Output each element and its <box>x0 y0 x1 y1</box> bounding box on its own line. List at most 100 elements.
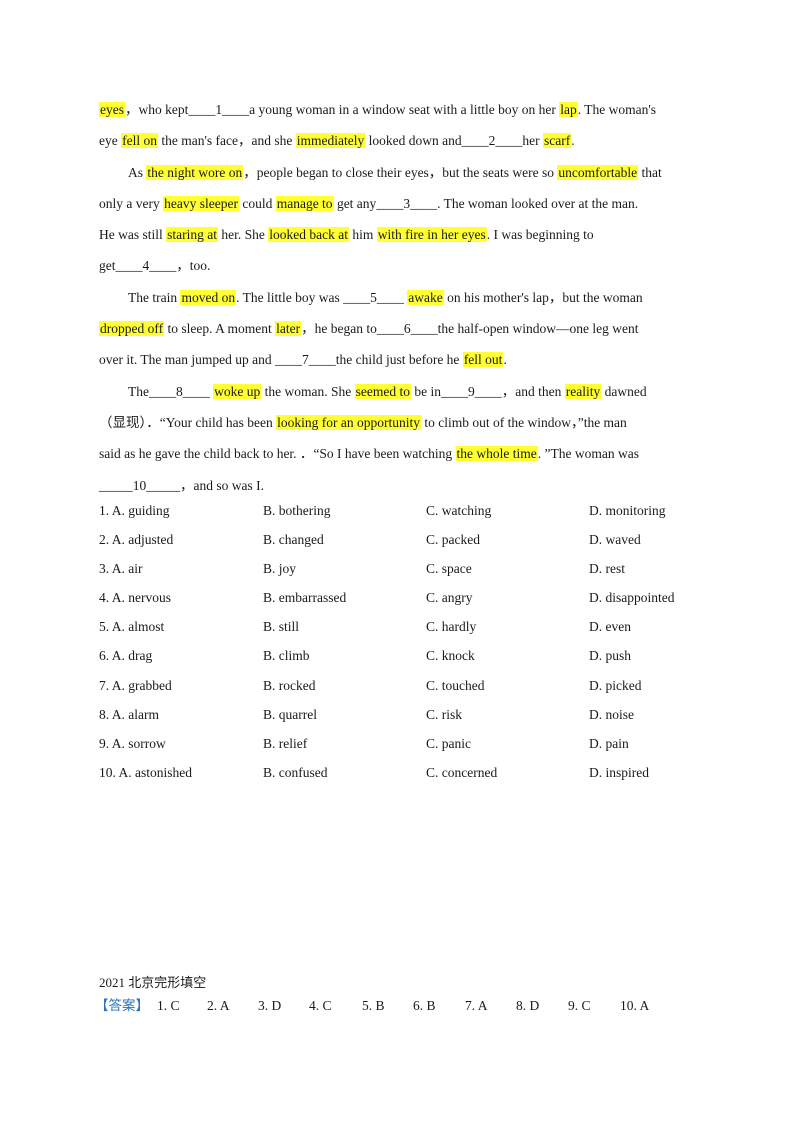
text: ，people began to close their eyes，but th… <box>243 164 558 180</box>
answer-item: 6. B <box>413 998 436 1013</box>
passage-line: get____4____，too. <box>99 250 693 281</box>
text: the woman. She <box>261 383 355 399</box>
option-a: 4. A. nervous <box>99 590 171 606</box>
text: over it. The man jumped up and <box>99 352 275 368</box>
option-b: B. still <box>263 619 300 635</box>
blank: ____4____ <box>115 258 177 274</box>
text: get <box>99 258 116 274</box>
passage-line: eye fell on the man's face，and she immed… <box>99 125 693 156</box>
text: dawned <box>601 383 647 399</box>
highlight: lap <box>559 102 578 117</box>
option-b: B. changed <box>263 532 324 548</box>
text: get any <box>333 195 377 211</box>
option-d: D. noise <box>589 706 634 722</box>
blank: ____2____ <box>461 133 523 149</box>
text: The <box>128 383 149 399</box>
option-a: 7. A. grabbed <box>99 677 172 693</box>
highlight: seemed to <box>354 383 411 399</box>
answer-item: 7. A <box>465 998 488 1013</box>
passage-line: eyes，who kept____1____a young woman in a… <box>99 94 693 125</box>
highlight: moved on <box>180 289 237 305</box>
option-c: C. hardly <box>426 619 477 635</box>
option-a: 10. A. astonished <box>99 764 192 780</box>
answer-label: 【答案】 <box>95 998 149 1013</box>
text: . I was beginning to <box>486 227 594 243</box>
option-b: B. joy <box>263 561 297 577</box>
text: a young woman in a window seat with a li… <box>249 102 560 117</box>
highlight: heavy sleeper <box>163 195 239 211</box>
option-b: B. relief <box>263 735 308 751</box>
text: . The woman's <box>577 102 657 117</box>
option-c: C. space <box>426 561 472 577</box>
option-c: C. knock <box>426 648 475 664</box>
text: her. She <box>218 227 269 243</box>
blank: ____8____ <box>149 383 210 399</box>
text: . ”The woman was <box>537 446 639 462</box>
answer-item: 5. B <box>362 998 385 1013</box>
blank: ____1____ <box>188 102 250 117</box>
text: ，and then <box>501 383 565 399</box>
option-a: 9. A. sorrow <box>99 735 166 751</box>
highlight: fell out <box>462 352 504 368</box>
highlight: looked back at <box>268 227 349 243</box>
answer-item: 10. A <box>620 998 650 1013</box>
option-a: 6. A. drag <box>99 648 153 664</box>
highlight: immediately <box>295 133 366 149</box>
text: looked down and <box>365 133 462 149</box>
text: the man's face，and she <box>157 133 296 149</box>
option-c: C. packed <box>426 532 480 548</box>
passage-line: dropped off to sleep. A moment later，he … <box>99 313 693 344</box>
option-b: B. climb <box>263 648 310 664</box>
answer-item: 2. A <box>207 998 230 1013</box>
text: on his mother's lap，but the woman <box>443 289 643 305</box>
text: to sleep. A moment <box>164 321 276 337</box>
option-d: D. even <box>589 619 631 635</box>
highlight: later <box>275 321 302 337</box>
highlight: eyes <box>99 102 125 117</box>
highlight: looking for an opportunity <box>276 414 421 430</box>
text: . <box>571 133 575 149</box>
text: be in <box>410 383 441 399</box>
answer-item: 9. C <box>568 998 591 1013</box>
option-b: B. quarrel <box>263 706 317 722</box>
option-a: 2. A. adjusted <box>99 532 174 548</box>
answer-line: 【答案】 1. C 2. A 3. D 4. C 5. B 6. B 7. A … <box>95 994 699 1018</box>
blank: ____6____ <box>376 321 438 337</box>
option-a: 3. A. air <box>99 561 143 577</box>
highlight: fell on <box>121 133 158 149</box>
text: . The little boy was <box>236 289 344 305</box>
text: eye <box>99 133 122 149</box>
option-c: C. panic <box>426 735 471 751</box>
text: He was still <box>99 227 167 243</box>
option-a: 1. A. guiding <box>99 503 170 518</box>
passage-line: （显现）．“Your child has been looking for an… <box>99 407 693 438</box>
highlight: scarf <box>542 133 572 149</box>
option-c: C. risk <box>426 706 463 722</box>
source-label: 2021 北京完形填空 <box>99 975 207 990</box>
option-c: C. angry <box>426 590 473 606</box>
text: ，he began to <box>301 321 377 337</box>
text: ，who kept <box>125 102 189 117</box>
answer-section: 2021 北京完形填空 【答案】 1. C 2. A 3. D 4. C 5. … <box>95 972 699 1018</box>
option-d: D. inspired <box>589 764 649 780</box>
option-a: 5. A. almost <box>99 619 165 635</box>
text: to climb out of the window，”the man <box>420 414 627 430</box>
text: him <box>348 227 377 243</box>
passage-line: The____8____ woke up the woman. She seem… <box>99 376 693 407</box>
highlight: manage to <box>275 195 334 211</box>
highlight: dropped off <box>99 321 165 337</box>
text: her <box>522 133 543 149</box>
text: could <box>238 195 276 211</box>
passage-line: As the night wore on，people began to clo… <box>99 157 693 188</box>
blank: ____5____ <box>343 289 404 305</box>
passage-line: over it. The man jumped up and ____7____… <box>99 344 693 375</box>
option-a: 8. A. alarm <box>99 706 159 722</box>
text: the child just before he <box>335 352 463 368</box>
text: . The woman looked over at the man. <box>437 195 639 211</box>
